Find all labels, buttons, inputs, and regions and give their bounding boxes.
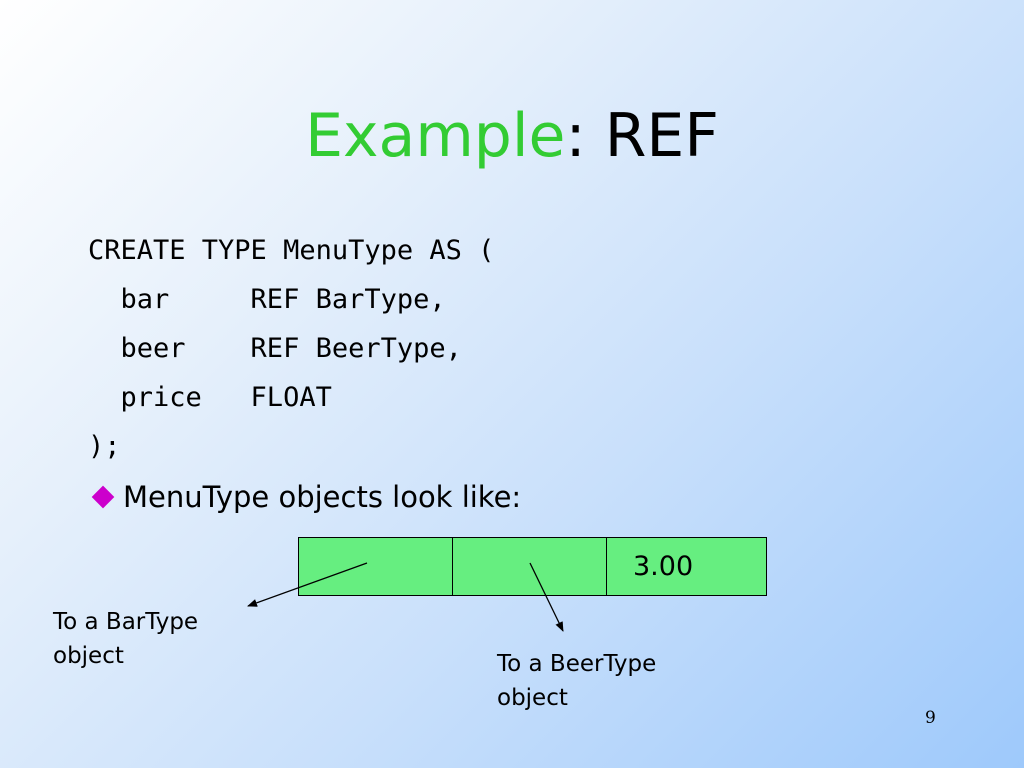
code-line: price FLOAT	[88, 382, 332, 413]
beer-reference-arrow	[529, 562, 564, 632]
beer-reference-label: To a BeerType object	[497, 651, 657, 711]
code-line: bar REF BarType,	[88, 284, 446, 315]
bar-reference-label: To a BarType object	[53, 609, 199, 669]
code-line: );	[88, 431, 121, 462]
slide-title: Example: REF	[0, 96, 1024, 176]
price-cell: 3.00	[633, 551, 694, 582]
title-highlight: Example	[305, 101, 566, 171]
code-block: CREATE TYPE MenuType AS ( bar REF BarTyp…	[88, 226, 494, 471]
bullet-item: MenuType objects look like:	[88, 475, 521, 519]
bar-reference-arrow	[247, 562, 368, 607]
bullet-text: MenuType objects look like:	[123, 480, 522, 514]
menutype-object-diagram: 3.00	[298, 537, 767, 596]
code-line: beer REF BeerType,	[88, 333, 462, 364]
bar-ref-cell	[299, 538, 453, 595]
code-line: CREATE TYPE MenuType AS (	[88, 235, 495, 266]
beer-ref-cell	[453, 538, 607, 595]
title-rest: : REF	[565, 101, 719, 171]
page-number: 9	[925, 708, 936, 728]
